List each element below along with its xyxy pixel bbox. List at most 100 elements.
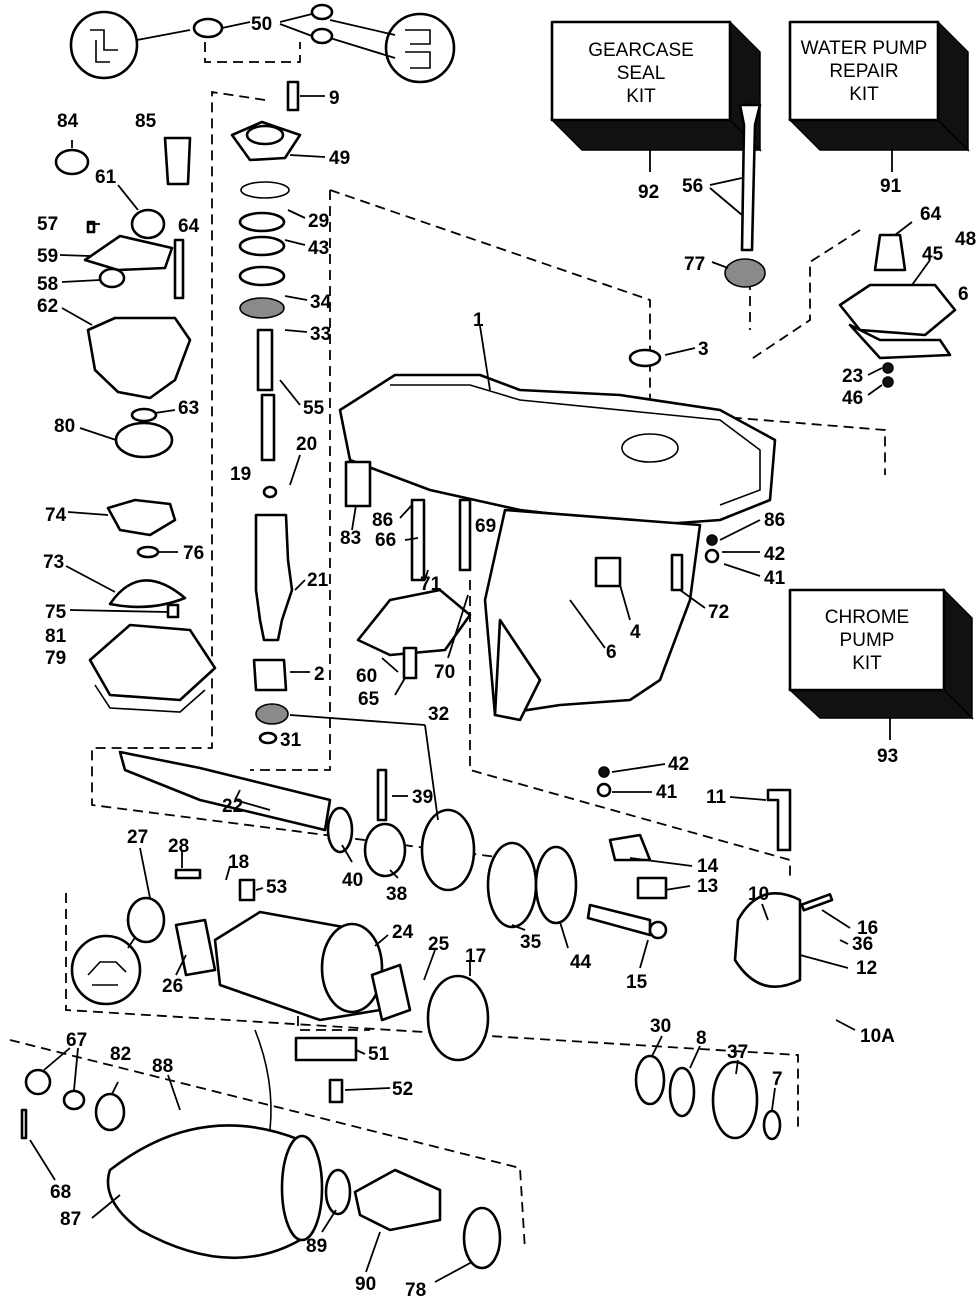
callout-86: 86 [372, 510, 393, 531]
callout-80: 80 [54, 416, 75, 437]
callout-72: 72 [708, 602, 729, 623]
chrome-pump-kit-ref: 93 [877, 746, 898, 767]
callout-42-upper: 42 [764, 544, 785, 565]
callout-34: 34 [310, 292, 332, 313]
callout-77: 77 [684, 254, 705, 275]
upper-right-pump-parts [628, 103, 957, 388]
callout-57: 57 [37, 214, 58, 235]
callout-75: 75 [45, 602, 67, 623]
callout-81: 81 [45, 626, 67, 647]
leader-lines [29, 13, 931, 1283]
callout-68: 68 [50, 1182, 71, 1203]
callout-48: 48 [955, 229, 976, 250]
callout-36: 36 [852, 934, 873, 955]
callout-9: 9 [329, 88, 340, 109]
callout-32: 32 [428, 704, 449, 725]
callout-50: 50 [251, 14, 272, 35]
callout-13: 13 [697, 876, 718, 897]
callout-10a: 10A [860, 1026, 895, 1047]
chrome-kit-line-1: CHROME [825, 607, 909, 628]
callout-43: 43 [308, 238, 329, 259]
callout-29: 29 [308, 211, 329, 232]
gearcase-kit-line-2: SEAL [617, 63, 666, 84]
callout-39: 39 [412, 787, 433, 808]
callout-79: 79 [45, 648, 66, 669]
callout-56: 56 [682, 176, 703, 197]
callout-73: 73 [43, 552, 64, 573]
callout-27: 27 [127, 827, 148, 848]
water-pump-kit-line-3: KIT [849, 84, 879, 105]
callout-44: 44 [570, 952, 592, 973]
callout-64: 64 [178, 216, 200, 237]
callout-6-center: 6 [606, 642, 617, 663]
callout-74: 74 [45, 505, 67, 526]
callout-88: 88 [152, 1056, 173, 1077]
callout-3: 3 [698, 339, 709, 360]
callout-17: 17 [465, 946, 486, 967]
water-pump-parts [54, 136, 217, 713]
part-callouts: 50 9 49 29 43 34 33 55 20 19 21 2 32 31 … [37, 14, 976, 1299]
callout-78: 78 [405, 1280, 426, 1299]
callout-90: 90 [355, 1274, 376, 1295]
water-pump-kit-ref: 91 [880, 176, 902, 197]
callout-4: 4 [630, 622, 641, 643]
inset-detail-top-right [329, 12, 456, 84]
callout-21: 21 [307, 570, 329, 591]
chrome-kit-line-2: PUMP [840, 630, 895, 651]
callout-18: 18 [228, 852, 249, 873]
water-pump-kit-line-1: WATER PUMP [801, 38, 928, 59]
callout-40: 40 [342, 870, 363, 891]
callout-22: 22 [222, 796, 243, 817]
callout-14: 14 [697, 856, 719, 877]
callout-55: 55 [303, 398, 325, 419]
callout-11: 11 [706, 787, 727, 808]
callout-42-lower: 42 [668, 754, 689, 775]
middle-parts [356, 498, 792, 852]
callout-1: 1 [473, 310, 484, 331]
callout-16: 16 [857, 918, 878, 939]
callout-69: 69 [475, 516, 496, 537]
gearcase-kit-line-1: GEARCASE [588, 40, 694, 61]
callout-35: 35 [520, 932, 542, 953]
callout-87: 87 [60, 1209, 81, 1230]
chrome-pump-kit-box: CHROME PUMP KIT [788, 588, 974, 720]
callout-2: 2 [314, 664, 325, 685]
callout-51: 51 [368, 1044, 390, 1065]
callout-60: 60 [356, 666, 377, 687]
callout-67: 67 [66, 1030, 87, 1051]
inset-detail-bottom-left [70, 929, 142, 1006]
callout-24: 24 [392, 922, 414, 943]
callout-70: 70 [434, 662, 455, 683]
callout-59: 59 [37, 246, 58, 267]
chrome-kit-line-3: KIT [852, 653, 882, 674]
callout-82: 82 [110, 1044, 131, 1065]
gearcase-housing [338, 373, 777, 722]
callout-19: 19 [230, 464, 251, 485]
bearing-carrier-row [126, 868, 782, 1141]
callout-38: 38 [386, 884, 407, 905]
callout-65: 65 [358, 689, 380, 710]
callout-46: 46 [842, 388, 863, 409]
callout-10: 10 [748, 884, 769, 905]
callout-76: 76 [183, 543, 204, 564]
callout-37: 37 [727, 1042, 748, 1063]
callout-30: 30 [650, 1016, 671, 1037]
callout-41-lower: 41 [656, 782, 678, 803]
callout-62: 62 [37, 296, 58, 317]
callout-61: 61 [95, 167, 117, 188]
propshaft-gear-row [118, 750, 834, 988]
callout-64-right: 64 [920, 204, 942, 225]
gearcase-kit-line-3: KIT [626, 86, 656, 107]
callout-63: 63 [178, 398, 199, 419]
callout-86-right: 86 [764, 510, 785, 531]
callout-25: 25 [428, 934, 450, 955]
callout-31: 31 [280, 730, 302, 751]
callout-52: 52 [392, 1079, 413, 1100]
callout-23: 23 [842, 366, 863, 387]
inset-detail-top-left [69, 10, 191, 80]
callout-6-right: 6 [958, 284, 969, 305]
callout-45: 45 [922, 244, 944, 265]
callout-7: 7 [772, 1069, 783, 1090]
callout-26: 26 [162, 976, 183, 997]
